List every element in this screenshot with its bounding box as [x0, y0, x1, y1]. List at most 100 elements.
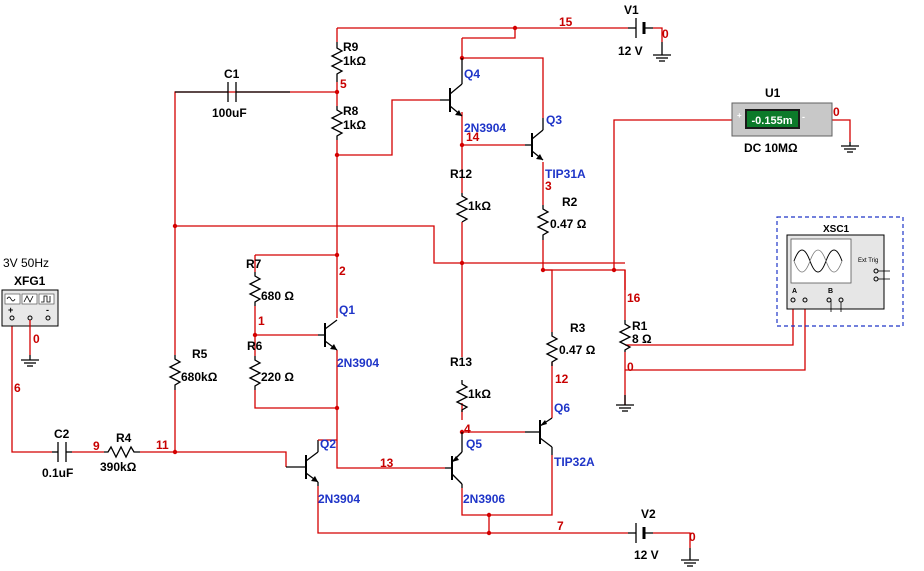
- r13-ref: R13: [450, 355, 472, 369]
- net-label: 0: [662, 27, 669, 41]
- square-wave-icon[interactable]: [41, 295, 51, 303]
- r12-value: 1kΩ: [468, 199, 491, 213]
- net-label: 0: [689, 530, 696, 544]
- oscilloscope-xsc1[interactable]: XSC1 Ext Trig A B: [776, 216, 904, 327]
- ground-icon: [653, 42, 671, 62]
- channel-a-terminal[interactable]: [790, 297, 796, 303]
- transistor-q6[interactable]: Q6 TIP32A: [525, 401, 595, 469]
- resistor-r4[interactable]: R4 390kΩ: [100, 431, 140, 474]
- net-label: 3: [545, 179, 552, 193]
- r9-ref: R9: [343, 40, 359, 54]
- transistor-q2[interactable]: Q2 2N3904: [286, 437, 360, 506]
- r2-ref: R2: [562, 195, 578, 209]
- capacitor-c1[interactable]: C1 100uF: [175, 67, 290, 120]
- net-label: 6: [14, 381, 21, 395]
- resistor-r13[interactable]: R13 1kΩ: [450, 355, 491, 412]
- channel-b-label: B: [828, 288, 833, 295]
- ground-icon: [616, 395, 634, 412]
- net-label: 7: [557, 519, 564, 533]
- r9-value: 1kΩ: [343, 54, 366, 68]
- net-label: 16: [627, 291, 641, 305]
- q3-ref: Q3: [546, 113, 562, 127]
- junction-dots: [172, 25, 617, 536]
- r4-value: 390kΩ: [100, 460, 137, 474]
- q4-part: 2N3904: [464, 121, 506, 135]
- xsc1-ref: XSC1: [823, 224, 850, 235]
- meter-plus-terminal: +: [737, 111, 742, 120]
- meter-minus-terminal: -: [802, 112, 805, 122]
- net-label: 13: [380, 456, 394, 470]
- q2-ref: Q2: [320, 437, 336, 451]
- r6-ref: R6: [247, 339, 263, 353]
- battery-v2[interactable]: V2 12 V: [628, 507, 659, 562]
- r1-ref: R1: [632, 319, 648, 333]
- triangle-wave-icon[interactable]: [23, 295, 34, 303]
- transistor-q1[interactable]: Q1 2N3904: [318, 303, 379, 370]
- net-label: 0: [33, 332, 40, 346]
- r7-ref: R7: [246, 257, 262, 271]
- r1-value: 8 Ω: [632, 332, 652, 346]
- q5-ref: Q5: [466, 437, 482, 451]
- resistor-r6[interactable]: R6 220 Ω: [247, 339, 294, 390]
- resistor-r1[interactable]: R1 8 Ω: [618, 319, 652, 352]
- resistor-r12[interactable]: R12 1kΩ: [450, 167, 491, 223]
- q6-part: TIP32A: [554, 455, 595, 469]
- v2-ref: V2: [641, 507, 656, 521]
- net-label: 1: [258, 314, 265, 328]
- c2-value: 0.1uF: [42, 466, 73, 480]
- net-label: 0: [833, 105, 840, 119]
- resistor-r8[interactable]: R8 1kΩ: [330, 104, 366, 140]
- net-label: 5: [340, 77, 347, 91]
- r6-value: 220 Ω: [261, 370, 294, 384]
- q6-ref: Q6: [554, 401, 570, 415]
- net-label: 9: [93, 439, 100, 453]
- function-generator-xfg1[interactable]: 3V 50Hz XFG1 + -: [1, 256, 59, 355]
- transistor-q3[interactable]: Q3 TIP31A: [525, 113, 586, 181]
- r12-ref: R12: [450, 167, 472, 181]
- ext-trigger-label: Ext Trig: [858, 258, 878, 264]
- capacitor-c2[interactable]: C2 0.1uF: [42, 427, 73, 480]
- c1-ref: C1: [224, 67, 240, 81]
- u1-ref: U1: [765, 86, 781, 100]
- generator-minus-terminal: -: [46, 305, 49, 315]
- r4-ref: R4: [116, 431, 132, 445]
- r8-ref: R8: [343, 104, 359, 118]
- r8-value: 1kΩ: [343, 118, 366, 132]
- meter-display: -0.155m: [752, 115, 793, 127]
- resistor-r3[interactable]: R3 0.47 Ω: [545, 321, 596, 366]
- q1-ref: Q1: [339, 303, 355, 317]
- transistor-q5[interactable]: Q5 2N3906: [445, 432, 505, 506]
- multimeter-u1[interactable]: U1 -0.155m + - DC 10MΩ: [731, 86, 833, 155]
- q5-part: 2N3906: [463, 492, 505, 506]
- channel-a-label: A: [792, 288, 797, 295]
- ground-icon: [681, 548, 699, 567]
- battery-v1[interactable]: V1 12 V: [618, 3, 653, 58]
- q1-part: 2N3904: [337, 356, 379, 370]
- resistor-r7[interactable]: R7 680 Ω: [246, 257, 294, 306]
- q2-part: 2N3904: [318, 492, 360, 506]
- resistor-r2[interactable]: R2 0.47 Ω: [536, 195, 587, 240]
- r7-value: 680 Ω: [261, 289, 294, 303]
- net-label: 4: [464, 422, 471, 436]
- r13-value: 1kΩ: [468, 387, 491, 401]
- net-label: 15: [559, 15, 573, 29]
- wires: [11, 27, 851, 548]
- generator-setting: 3V 50Hz: [3, 256, 49, 270]
- r5-value: 680kΩ: [181, 370, 218, 384]
- xfg1-ref: XFG1: [14, 274, 46, 288]
- transistor-q4[interactable]: Q4 2N3904: [440, 58, 506, 135]
- net-label: 14: [466, 130, 480, 144]
- resistor-r9[interactable]: R9 1kΩ: [330, 40, 366, 82]
- r3-value: 0.47 Ω: [559, 343, 596, 357]
- generator-plus-terminal: +: [8, 305, 13, 315]
- net-label: 2: [339, 264, 346, 278]
- sine-wave-icon[interactable]: [6, 296, 16, 302]
- resistor-r5[interactable]: R5 680kΩ: [168, 347, 218, 390]
- v1-value: 12 V: [618, 44, 643, 58]
- r5-ref: R5: [192, 347, 208, 361]
- q4-ref: Q4: [464, 67, 480, 81]
- meter-mode: DC 10MΩ: [744, 141, 798, 155]
- net-label: 11: [156, 438, 169, 452]
- ground-icon: [841, 142, 859, 153]
